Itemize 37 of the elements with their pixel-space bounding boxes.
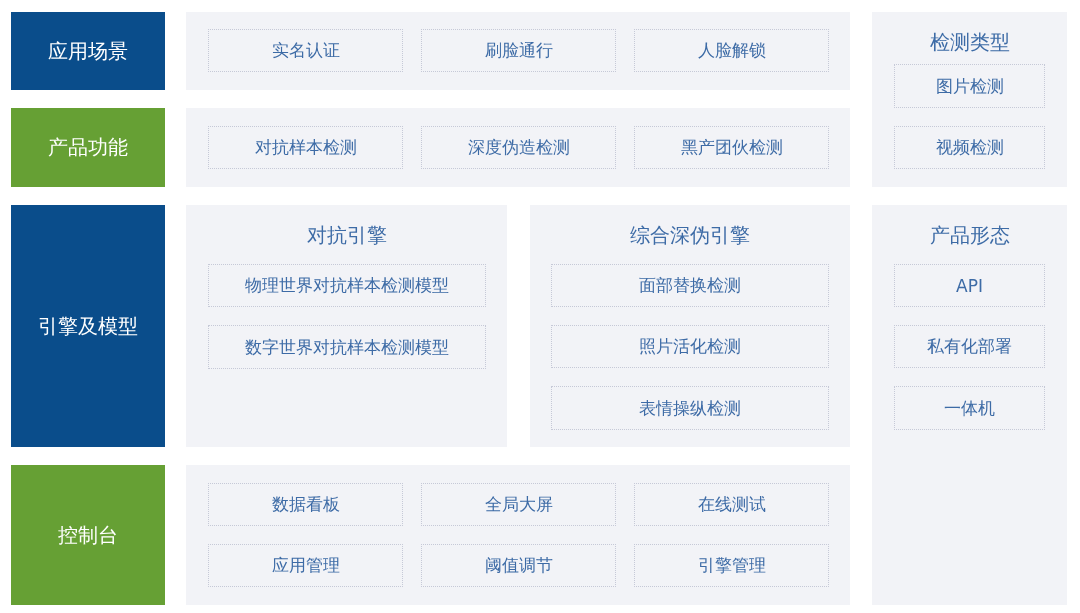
module-box: 一体机: [894, 386, 1045, 430]
layer-panel: [186, 12, 850, 90]
module-box: 深度伪造检测: [421, 126, 616, 169]
module-box: 全局大屏: [421, 483, 616, 526]
layer-panel: [186, 465, 850, 605]
panel-title: 对抗引擎: [305, 222, 388, 249]
module-box: 物理世界对抗样本检测模型: [208, 264, 486, 307]
module-box: 在线测试: [634, 483, 829, 526]
module-box: 实名认证: [208, 29, 403, 72]
layer-label: 应用场景: [11, 12, 165, 90]
module-box: 图片检测: [894, 64, 1045, 108]
module-box: 数据看板: [208, 483, 403, 526]
module-box: 表情操纵检测: [551, 386, 829, 430]
layer-label: 引擎及模型: [11, 205, 165, 447]
module-box: 面部替换检测: [551, 264, 829, 307]
layer-label: 控制台: [11, 465, 165, 605]
module-box: 数字世界对抗样本检测模型: [208, 325, 486, 369]
group-panel: [872, 12, 1067, 187]
panel-title: 综合深伪引擎: [629, 222, 751, 249]
group-panel: [530, 205, 850, 447]
module-box: 视频检测: [894, 126, 1045, 169]
module-box: 照片活化检测: [551, 325, 829, 368]
module-box: 引擎管理: [634, 544, 829, 587]
module-box: 人脸解锁: [634, 29, 829, 72]
module-box: 刷脸通行: [421, 29, 616, 72]
module-box: 黑产团伙检测: [634, 126, 829, 169]
module-box: 私有化部署: [894, 325, 1045, 368]
panel-title: 检测类型: [928, 29, 1011, 56]
module-box: API: [894, 264, 1045, 307]
panel-title: 产品形态: [928, 222, 1011, 249]
group-panel: [186, 205, 507, 447]
group-panel: [872, 205, 1067, 605]
module-box: 阈值调节: [421, 544, 616, 587]
module-box: 应用管理: [208, 544, 403, 587]
layer-panel: [186, 108, 850, 187]
module-box: 对抗样本检测: [208, 126, 403, 169]
layer-label: 产品功能: [11, 108, 165, 187]
